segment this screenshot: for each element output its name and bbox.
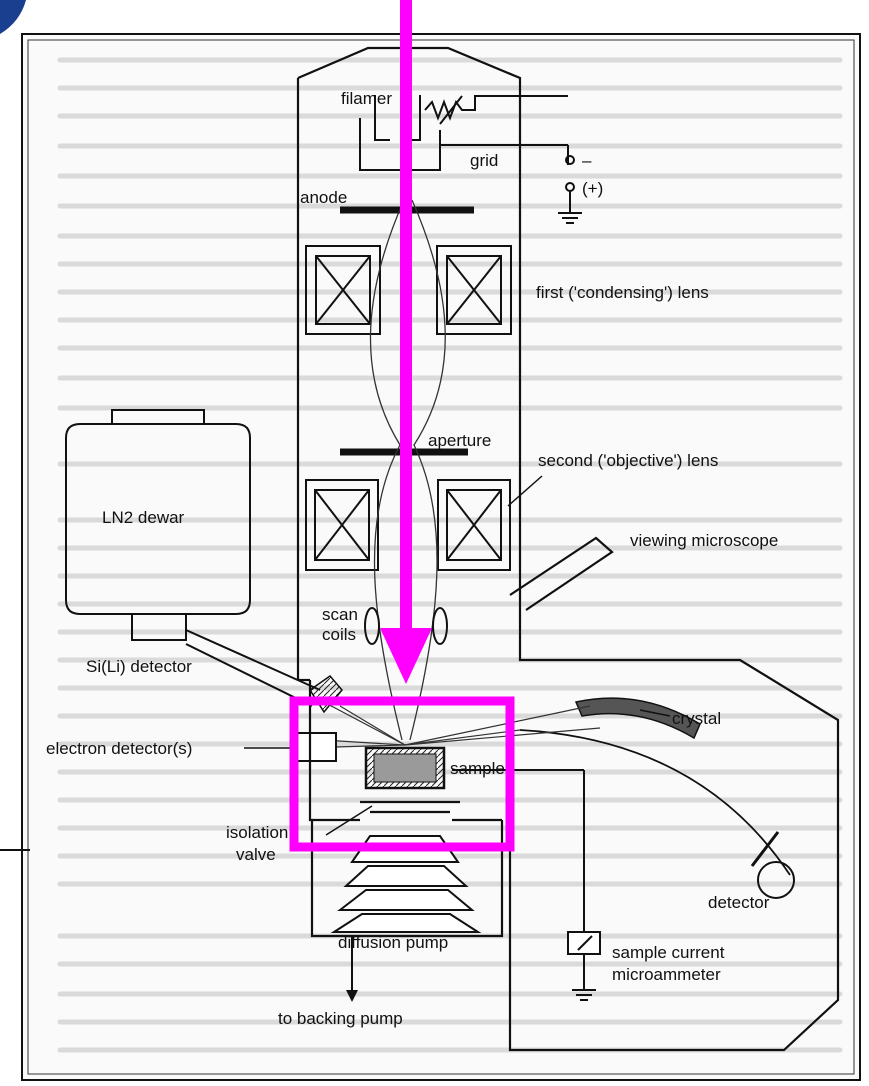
label-isolation: isolation [226,823,288,842]
label-diffusion-pump: diffusion pump [338,933,448,952]
label-anode: anode [300,188,347,207]
label-valve: valve [236,845,276,864]
label-scan: scan [322,605,358,624]
label-sample-current: sample current [612,943,725,962]
label-sili-detector: Si(Li) detector [86,657,192,676]
label-grid: grid [470,151,498,170]
electron-detector [292,733,336,761]
label-minus: – [582,151,592,170]
label-viewing-microscope: viewing microscope [630,531,778,550]
label-microammeter: microammeter [612,965,721,984]
label-filament: filamer [341,89,392,108]
label-plus: (+) [582,179,603,198]
label-first-lens: first ('condensing') lens [536,283,709,302]
label-backing-pump: to backing pump [278,1009,403,1028]
label-electron-detectors: electron detector(s) [46,739,192,758]
label-ln2-dewar: LN2 dewar [102,508,185,527]
label-coils: coils [322,625,356,644]
label-aperture: aperture [428,431,491,450]
label-detector: detector [708,893,770,912]
label-sample: sample [450,759,505,778]
corner-badge [0,0,26,34]
label-second-lens: second ('objective') lens [538,451,718,470]
label-crystal: crystal [672,709,721,728]
